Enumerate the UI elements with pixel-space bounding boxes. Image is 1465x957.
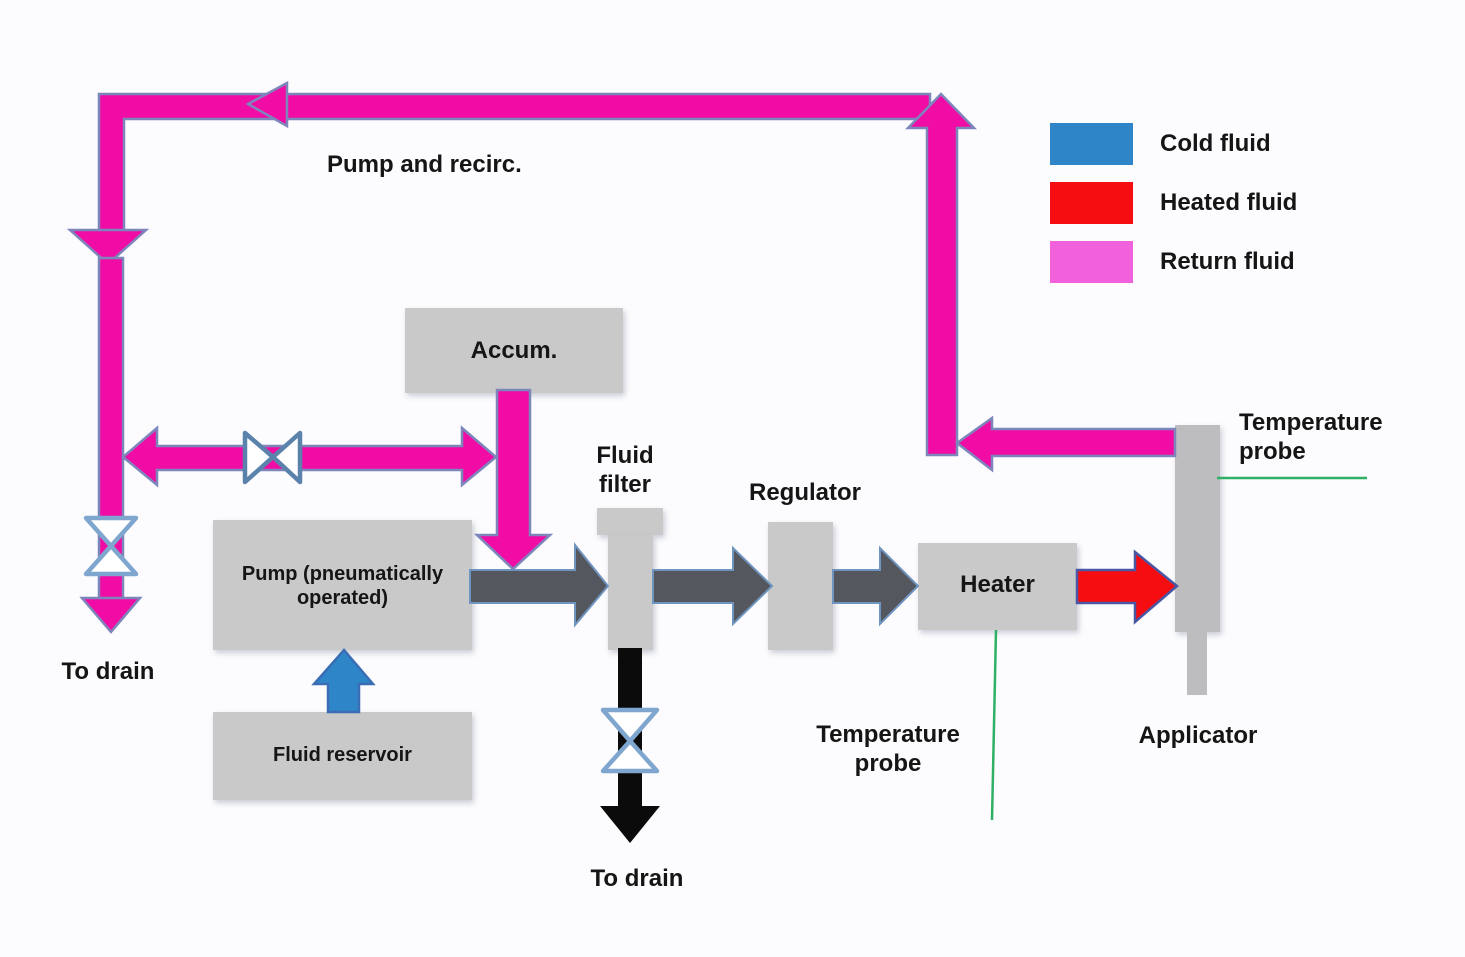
pump-label: Pump (pneumatically operated): [241, 563, 444, 610]
recirc-valve-right-triangle: [270, 430, 303, 485]
heater-probe-lead: [990, 629, 998, 821]
recirc-valve-left-triangle: [242, 430, 276, 485]
applicator-return-arrow: [954, 415, 1177, 473]
left-drain-arrowhead: [79, 596, 143, 634]
applicator-tip: [1187, 632, 1207, 695]
heated-fluid-swatch: [1050, 182, 1133, 224]
heater-box: [918, 543, 1077, 630]
fluid-reservoir-box: [213, 712, 472, 800]
filter-drain-valve: [600, 707, 660, 774]
filter-drain-arrowhead: [600, 806, 660, 843]
left-pipe-down-arrowhead: [66, 228, 150, 266]
legend-row-heated: Heated fluid: [1050, 182, 1297, 224]
fluid-filter-label: Fluid filter: [596, 442, 654, 499]
applicator-label: Applicator: [1138, 722, 1258, 749]
accumulator-down-arrow: [473, 388, 554, 571]
fluid-reservoir-label: Fluid reservoir: [273, 744, 412, 766]
regulator-to-heater-arrow: [832, 545, 920, 627]
pump-recirc-label: Pump and recirc.: [327, 151, 522, 178]
regulator-label: Regulator: [748, 479, 861, 506]
legend-row-return: Return fluid: [1050, 241, 1297, 283]
reservoir-to-pump-arrow: [311, 648, 376, 714]
pump-box: [213, 520, 472, 650]
left-drain-valve-bottom-triangle: [83, 543, 139, 577]
accumulator-box: [405, 308, 623, 393]
legend-row-cold: Cold fluid: [1050, 123, 1297, 165]
heated-fluid-label: Heated fluid: [1160, 189, 1298, 216]
temp-probe-heater-label: Temperature probe: [816, 721, 960, 778]
temp-probe-applicator-label: Temperature probe: [1239, 409, 1383, 466]
legend: Cold fluid Heated fluid Return fluid: [1050, 123, 1297, 283]
fluid-filter-body: [608, 535, 653, 650]
cold-fluid-swatch: [1050, 123, 1133, 165]
cold-fluid-label: Cold fluid: [1160, 130, 1271, 157]
heater-label: Heater: [960, 571, 1035, 598]
return-fluid-swatch: [1050, 241, 1133, 283]
filter-drain-valve-top-triangle: [600, 707, 660, 744]
left-drain-valve: [83, 515, 139, 577]
return-fluid-label: Return fluid: [1160, 248, 1295, 275]
recirc-double-arrow: [121, 425, 498, 488]
to-drain-filter-label: To drain: [590, 865, 684, 892]
left-drain-valve-top-triangle: [83, 515, 139, 549]
pump-to-filter-arrow: [469, 542, 610, 628]
filter-to-regulator-arrow: [652, 545, 774, 627]
to-drain-left-label: To drain: [61, 658, 155, 685]
recirc-valve: [242, 430, 303, 485]
accumulator-label: Accum.: [470, 337, 558, 364]
return-pipe-up-arrow: [905, 92, 977, 457]
top-pipe-left-arrowhead: [245, 80, 289, 129]
heater-to-applicator-arrow: [1075, 549, 1179, 625]
regulator-box: [768, 522, 833, 650]
filter-drain-valve-bottom-triangle: [600, 738, 660, 774]
applicator-body: [1175, 425, 1220, 632]
fluid-filter-cap: [597, 508, 663, 535]
